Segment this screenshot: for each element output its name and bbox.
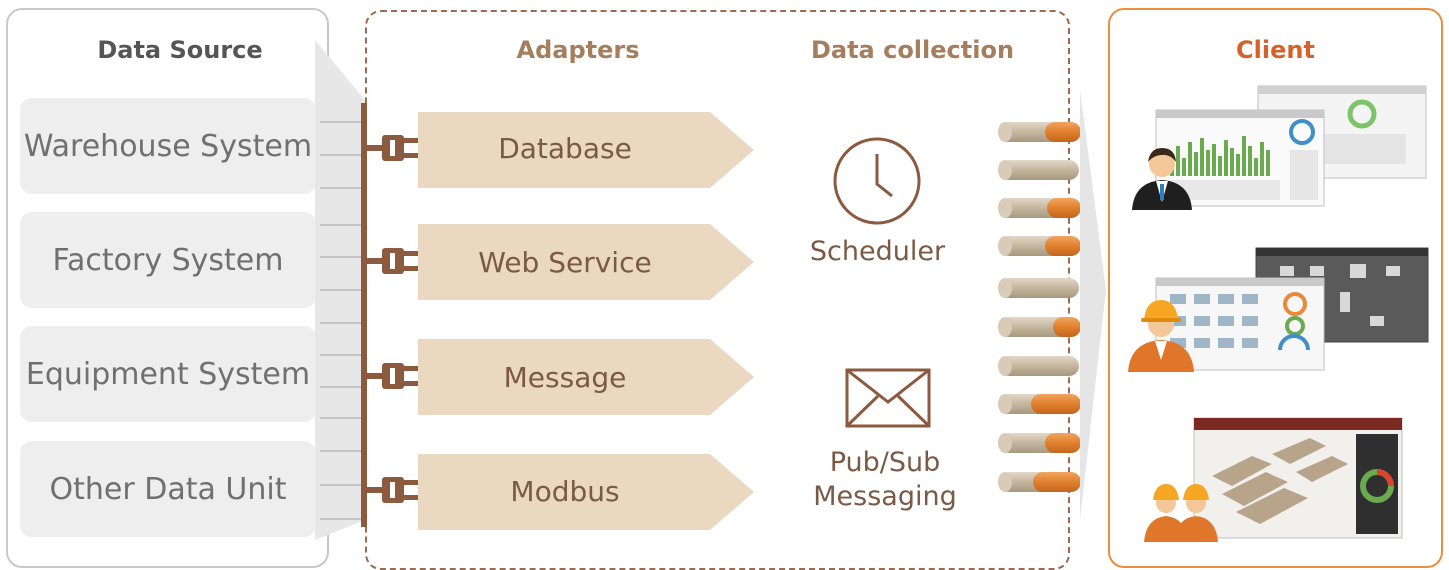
source-box-other: Other Data Unit [20,441,316,537]
clock-icon [833,137,921,225]
adapter-label-webservice: Web Service [478,245,652,279]
adapters-title: Adapters [516,36,640,64]
source-box-factory: Factory System [20,212,316,308]
client-funnel [1080,90,1106,520]
plug-icon [364,477,420,503]
adapter-label-modbus: Modbus [510,474,620,508]
envelope-icon [845,368,931,428]
data-pipes [998,122,1081,492]
adapter-arrow-webservice [418,224,754,300]
pubsub-label-line1: Pub/Sub [829,447,941,478]
plug-icon [364,363,420,389]
client-title: Client [1236,36,1315,64]
worker-icon [1144,484,1218,542]
adapter-arrow-modbus [418,454,754,530]
pubsub-label-line2: Messaging [813,481,957,512]
dashboard-icon [1193,417,1403,539]
adapter-label-database: Database [498,131,632,165]
data-collection-title: Data collection [810,36,1015,64]
plug-icon [364,248,420,274]
user-icon [1132,148,1192,210]
adapter-label-message: Message [503,360,627,394]
scheduler-label: Scheduler [809,236,946,267]
adapter-arrow-database [418,112,754,188]
worker-icon [1128,300,1194,372]
source-box-equipment: Equipment System [20,326,316,422]
data-source-title: Data Source [97,36,263,64]
dashboard-icon [1155,85,1427,207]
adapter-arrow-message [418,339,754,415]
source-box-warehouse: Warehouse System [20,98,316,194]
connector-bus [320,103,367,527]
plug-icon [364,135,420,161]
